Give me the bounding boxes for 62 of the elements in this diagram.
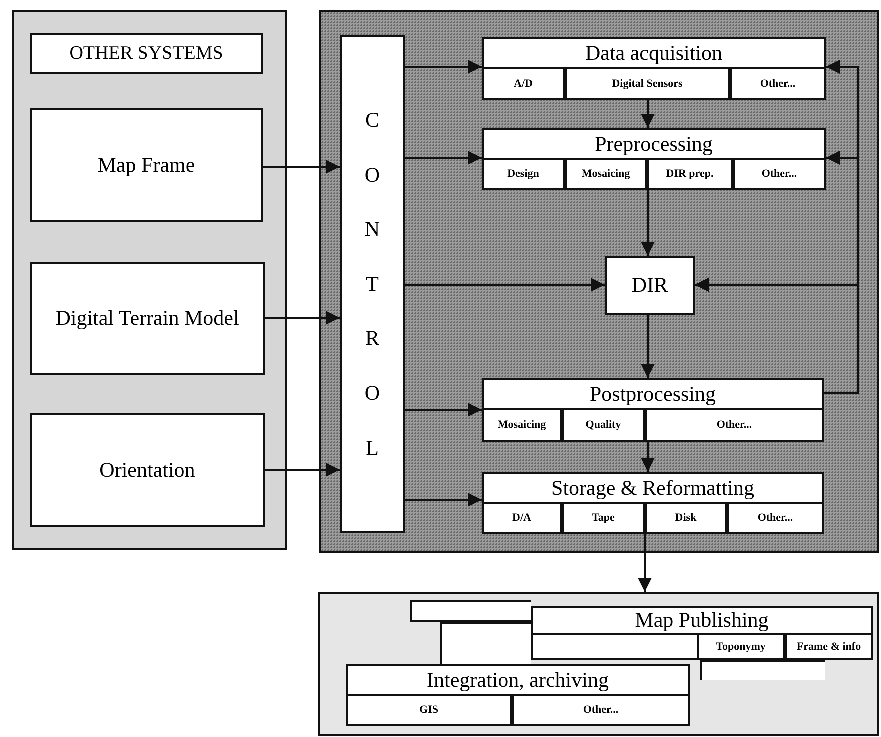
control-bar	[340, 35, 405, 533]
arrow	[265, 463, 340, 477]
stacked-card	[700, 660, 825, 680]
box-label: Other...	[760, 167, 798, 182]
panel-heading: OTHER SYSTEMS	[30, 33, 263, 74]
box-label: Orientation	[98, 456, 196, 484]
arrow	[405, 151, 482, 165]
group-panel	[318, 592, 879, 736]
process-box	[605, 256, 695, 315]
arrow	[641, 190, 655, 256]
module-box	[482, 128, 826, 190]
box-label: D/A	[512, 511, 532, 526]
box-label: A/D	[513, 76, 534, 92]
module-box	[346, 664, 690, 726]
box-label: Digital Terrain Model	[54, 305, 240, 332]
arrow	[263, 160, 340, 174]
box-label: Toponymy	[715, 640, 767, 654]
module-box	[531, 606, 873, 660]
arrow	[695, 278, 859, 394]
arrow	[641, 442, 655, 472]
box-label: Mosaicing	[496, 418, 548, 433]
sub-module-box	[562, 408, 645, 442]
box-label: Other...	[582, 703, 620, 718]
box-label: GIS	[418, 703, 440, 718]
vertical-label: CONTROL	[364, 106, 382, 462]
box-label: Map Frame	[96, 152, 196, 178]
arrow	[265, 311, 340, 325]
box-label: Frame & info	[796, 640, 862, 654]
stacked-card	[410, 600, 531, 622]
box-label: DIR	[630, 272, 670, 299]
box-label: Tape	[591, 511, 616, 526]
module-box	[482, 37, 826, 100]
module-box	[482, 378, 824, 442]
arrow	[641, 100, 655, 128]
box-label: Mosaicing	[580, 167, 632, 182]
process-box	[30, 262, 265, 375]
arrow	[405, 60, 482, 74]
sub-module-box	[562, 502, 645, 534]
sub-module-box	[565, 67, 730, 100]
arrow	[405, 493, 482, 507]
group-panel	[319, 10, 879, 553]
arrow	[638, 534, 652, 592]
box-label: Other...	[756, 511, 794, 526]
box-label: Design	[506, 167, 540, 182]
box-label: Digital Sensors	[611, 76, 684, 92]
module-box	[482, 472, 824, 534]
box-label: Other...	[716, 418, 754, 433]
box-label: DIR prep.	[665, 167, 715, 182]
group-panel	[12, 10, 287, 550]
process-box	[30, 108, 263, 222]
arrow	[405, 278, 605, 292]
arrow	[641, 315, 655, 378]
sub-module-box	[565, 158, 647, 190]
box-label: Other...	[759, 76, 797, 92]
box-label: Quality	[584, 418, 622, 433]
sub-module-box	[697, 633, 785, 660]
process-box	[30, 413, 265, 527]
sub-module-box	[647, 158, 733, 190]
box-label: Disk	[674, 511, 698, 526]
sub-module-box	[645, 502, 727, 534]
arrow	[405, 403, 482, 417]
stacked-card	[440, 622, 531, 664]
